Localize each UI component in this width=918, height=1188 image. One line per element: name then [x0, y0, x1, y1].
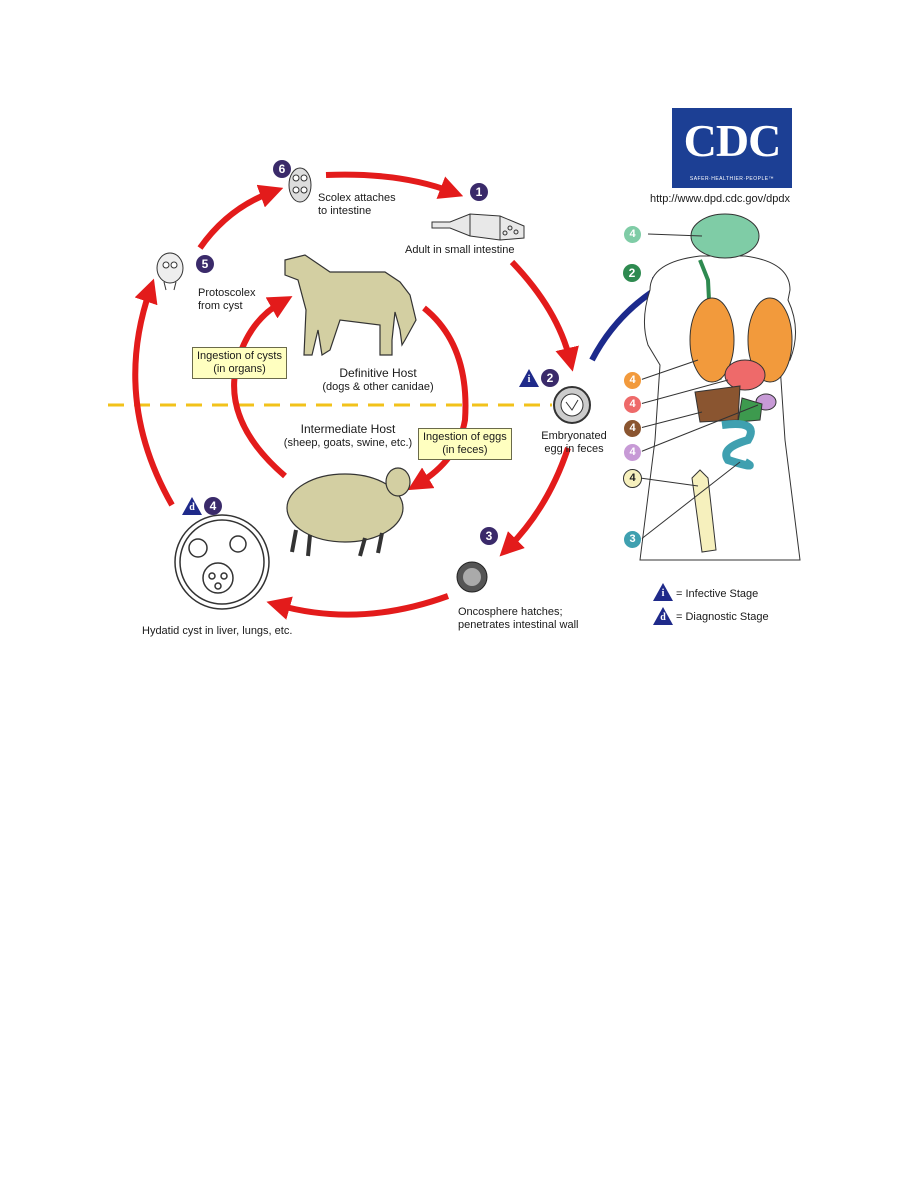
legend-infective-text: = Infective Stage — [676, 588, 759, 600]
cdc-logo-text: CDC — [683, 115, 782, 166]
egg-illustration — [553, 386, 591, 424]
arrow-4-to-5 — [132, 278, 175, 507]
legend-diagnostic-text: = Diagnostic Stage — [676, 611, 769, 623]
stage-4-badge: 4 — [204, 497, 222, 515]
cdc-logo: CDC SAFER·HEALTHIER·PEOPLE™ — [672, 108, 792, 188]
intermediate-host-title: Intermediate Host — [300, 422, 396, 436]
scolex-illustration — [288, 167, 312, 203]
source-url: http://www.dpd.cdc.gov/dpdx — [650, 193, 791, 205]
arrow-5-to-6 — [197, 184, 284, 250]
stage-1-label: Adult in small intestine — [405, 244, 515, 256]
stage-6-badge: 6 — [273, 160, 291, 178]
bone-stage-4-badge: 4 — [623, 469, 642, 488]
arrow-2-to-3 — [499, 447, 571, 557]
definitive-host-title: Definitive Host — [339, 366, 417, 380]
cdc-logo-tagline: SAFER·HEALTHIER·PEOPLE™ — [689, 176, 775, 182]
intermediate-host-subtitle: (sheep, goats, swine, etc.) — [283, 437, 413, 449]
lung-stage-4-badge: 4 — [623, 371, 642, 390]
liver-stage-4-badge: 4 — [623, 419, 642, 438]
legend-infective-icon: i — [653, 583, 673, 601]
stomach — [737, 397, 763, 423]
sheep-illustration — [286, 467, 411, 557]
heart — [724, 359, 766, 391]
liver — [694, 385, 741, 423]
stage-1-badge: 1 — [470, 183, 488, 201]
right-lung — [747, 297, 793, 383]
left-lung — [689, 297, 735, 383]
ingestion-of-cysts-box: Ingestion of cysts(in organs) — [192, 347, 287, 379]
definitive-host-subtitle: (dogs & other canidae) — [322, 381, 434, 393]
stage-3-label: Oncosphere hatches;penetrates intestinal… — [458, 606, 579, 631]
ingestion-of-eggs-box: Ingestion of eggs(in feces) — [418, 428, 512, 460]
dog-illustration — [284, 254, 417, 356]
human-illustration — [639, 213, 801, 561]
adult-worm-illustration — [431, 213, 525, 241]
stage-3-badge: 3 — [480, 527, 498, 545]
femur — [691, 469, 717, 553]
arrow-dog-to-sheep — [407, 305, 469, 491]
hydatid-cyst-illustration — [174, 514, 270, 610]
heart-stage-4-badge: 4 — [623, 395, 642, 414]
protoscolex-illustration — [156, 252, 184, 291]
intestine-stage-3-badge: 3 — [623, 530, 642, 549]
brain-stage-4-badge: 4 — [623, 225, 642, 244]
stage-2-badge: 2 — [541, 369, 559, 387]
arrow-3-to-4 — [266, 593, 450, 620]
oncosphere-illustration — [456, 561, 488, 593]
arrow-6-to-1 — [325, 171, 464, 199]
legend-diagnostic-icon: d — [653, 607, 673, 625]
stage-5-badge: 5 — [196, 255, 214, 273]
infective-stage-marker: i — [519, 369, 539, 387]
diagnostic-stage-marker: d — [182, 497, 202, 515]
human-stage-2-badge: 2 — [623, 264, 641, 282]
intestine — [721, 420, 755, 470]
arrow-1-to-2 — [509, 259, 579, 372]
stage-4-label: Hydatid cyst in liver, lungs, etc. — [142, 625, 293, 637]
spleen-stage-4-badge: 4 — [623, 443, 642, 462]
